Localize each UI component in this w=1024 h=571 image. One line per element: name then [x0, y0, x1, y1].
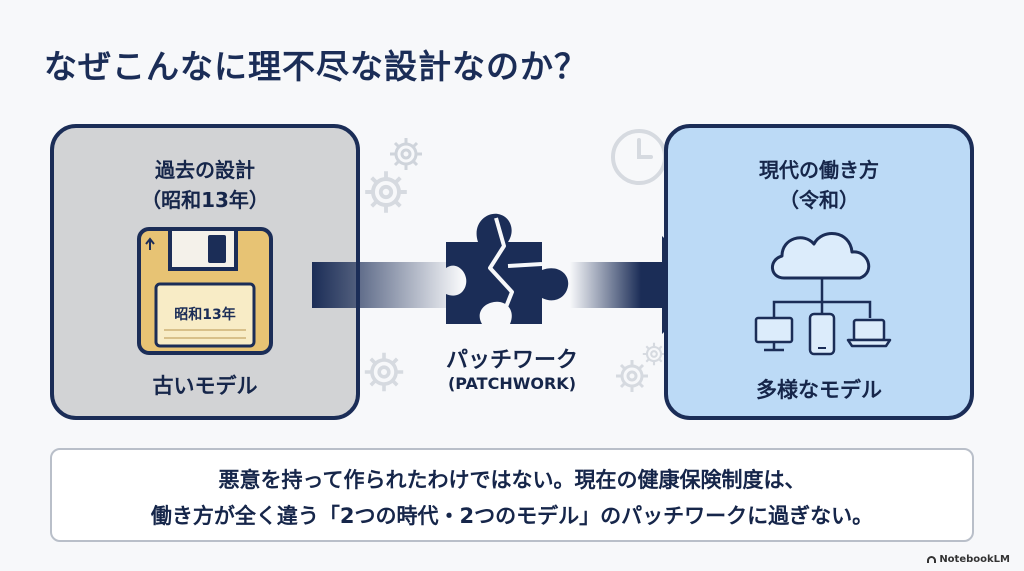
past-design-heading: 過去の設計 — [155, 158, 255, 182]
floppy-disk-label: 昭和13年 — [174, 307, 236, 323]
gear-icon — [365, 171, 407, 213]
clock-icon — [611, 129, 667, 185]
gear-icon — [390, 138, 422, 170]
notebooklm-brand: NotebookLM — [927, 554, 1010, 565]
patchwork-label: パッチワーク — [445, 348, 578, 373]
gear-icon — [642, 342, 666, 366]
summary-line-1: 悪意を持って作られたわけではない。現在の健康保険制度は、 — [218, 468, 806, 492]
notebooklm-logo-icon — [927, 556, 937, 563]
floppy-disk-icon: 昭和13年 — [136, 226, 274, 356]
modern-work-era: （令和） — [779, 188, 859, 212]
patchwork-english-label: (PATCHWORK) — [447, 374, 577, 393]
summary-line-2: 働き方が全く違う「2つの時代・2つのモデル」のパッチワークに過ぎない。 — [150, 504, 874, 528]
gear-icon — [616, 360, 648, 392]
old-model-label: 古いモデル — [152, 374, 258, 398]
arrow-left-segment — [312, 262, 462, 308]
past-design-era: （昭和13年） — [141, 188, 269, 212]
modern-work-heading: 現代の働き方 — [759, 158, 879, 182]
diverse-models-label: 多様なモデル — [756, 378, 882, 402]
brand-label: NotebookLM — [939, 554, 1010, 565]
gear-icon — [364, 352, 404, 392]
puzzle-piece-icon — [446, 213, 569, 324]
modern-work-card: 現代の働き方 （令和） 多様なモデル — [664, 124, 974, 420]
past-design-card: 過去の設計 （昭和13年） 昭和13年 古いモデル — [50, 124, 360, 420]
cloud-network-icon — [754, 232, 892, 356]
summary-box: 悪意を持って作られたわけではない。現在の健康保険制度は、 働き方が全く違う「2つ… — [50, 448, 974, 542]
page-title: なぜこんなに理不尽な設計なのか？ — [44, 47, 588, 86]
